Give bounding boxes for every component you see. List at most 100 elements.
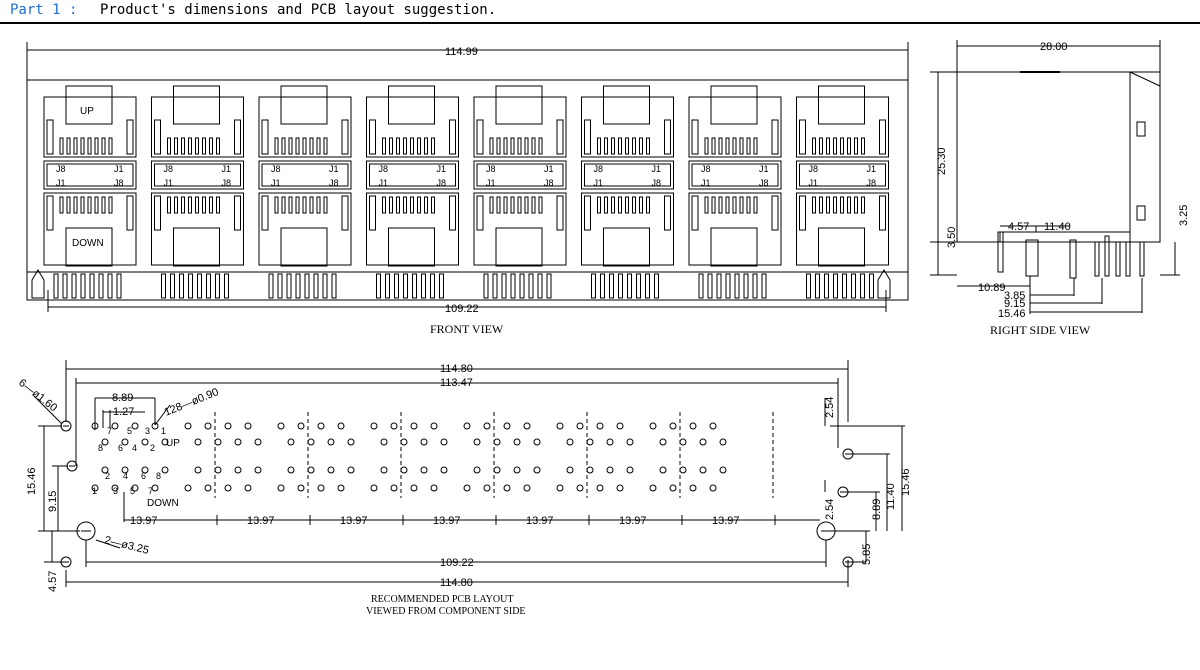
lower-latch bbox=[710, 227, 758, 267]
upper-contact bbox=[524, 137, 529, 155]
upper-contact bbox=[202, 137, 206, 155]
pin-hole-p2-r4-c4 bbox=[244, 484, 252, 492]
pin-hole-p7-r4-c3 bbox=[689, 484, 697, 492]
leg bbox=[421, 273, 426, 299]
leg bbox=[98, 273, 104, 299]
lower-contact bbox=[517, 196, 522, 214]
upper-contact bbox=[496, 137, 501, 155]
front-view-caption: FRONT VIEW bbox=[430, 322, 504, 336]
leg bbox=[860, 273, 865, 299]
upper-contact bbox=[718, 137, 723, 155]
label-j-tr: J1 bbox=[544, 164, 554, 174]
pin-hole-p4-r3-c1 bbox=[380, 466, 388, 474]
lower-contact bbox=[826, 196, 830, 214]
upper-contact bbox=[632, 137, 636, 155]
pin-hole-p4-r4-c1 bbox=[370, 484, 378, 492]
leg bbox=[331, 273, 337, 299]
lower-jack bbox=[43, 192, 137, 266]
lower-contact bbox=[510, 196, 515, 214]
leg bbox=[179, 273, 184, 299]
label-j-br: J8 bbox=[867, 178, 877, 188]
pin-hole-p5-r4-c1 bbox=[463, 484, 471, 492]
leg bbox=[215, 273, 220, 299]
pin-number-down-1: 2 bbox=[105, 471, 110, 481]
leg bbox=[403, 273, 408, 299]
pin-hole-p4-r2-c1 bbox=[380, 438, 388, 446]
lower-contact bbox=[632, 196, 636, 214]
lower-contact bbox=[847, 196, 851, 214]
pin-hole-p5-r4-c3 bbox=[503, 484, 511, 492]
upper-contact bbox=[826, 137, 830, 155]
pin-hole-p6-r2-c3 bbox=[606, 438, 614, 446]
label-j-tr: J1 bbox=[329, 164, 339, 174]
lower-contact bbox=[611, 196, 615, 214]
upper-latch bbox=[818, 85, 865, 125]
lower-contact bbox=[80, 196, 85, 214]
upper-side-left bbox=[476, 119, 484, 155]
leg bbox=[528, 273, 534, 299]
lower-contact bbox=[202, 196, 206, 214]
label-j-bl: J1 bbox=[701, 178, 711, 188]
pin-hole-p2-r1-c1 bbox=[184, 422, 192, 430]
upper-contact bbox=[732, 137, 737, 155]
upper-side-right bbox=[234, 119, 241, 155]
pin-hole-p7-r2-c1 bbox=[659, 438, 667, 446]
pin-hole-p5-r1-c3 bbox=[503, 422, 511, 430]
leg bbox=[116, 273, 122, 299]
upper-contact bbox=[639, 137, 643, 155]
pin-hole-p3-r3-c2 bbox=[307, 466, 315, 474]
upper-jack bbox=[151, 96, 244, 158]
lower-contact bbox=[732, 196, 737, 214]
pin-hole-p3-r2-c1 bbox=[287, 438, 295, 446]
label-j-br: J8 bbox=[114, 178, 124, 188]
upper-contact bbox=[840, 137, 844, 155]
pin-hole-p3-r3-c1 bbox=[287, 466, 295, 474]
pin-hole-p3-r1-c4 bbox=[337, 422, 345, 430]
pin-hole-p2-r4-c2 bbox=[204, 484, 212, 492]
label-j-tr: J1 bbox=[759, 164, 769, 174]
pin-hole-p6-r3-c2 bbox=[586, 466, 594, 474]
pin-hole-p7-r4-c4 bbox=[709, 484, 717, 492]
lower-contact bbox=[195, 196, 199, 214]
pin-hole-p5-r1-c1 bbox=[463, 422, 471, 430]
pin-hole-p1-r4-c3 bbox=[131, 484, 139, 492]
upper-contact bbox=[309, 137, 314, 155]
pcb-right-dim1: 15.46 bbox=[900, 468, 912, 496]
lower-contact bbox=[59, 196, 64, 214]
lower-contact bbox=[489, 196, 494, 214]
upper-contact bbox=[517, 137, 522, 155]
front-top-dim: 114.99 bbox=[445, 46, 478, 58]
label-j-bl: J1 bbox=[379, 178, 389, 188]
label-j-bl: J1 bbox=[809, 178, 819, 188]
upper-latch bbox=[65, 85, 113, 125]
page-header: Part 1 : Product's dimensions and PCB la… bbox=[0, 0, 1200, 24]
lower-latch bbox=[388, 227, 435, 267]
upper-side-right bbox=[126, 119, 134, 155]
upper-contact bbox=[646, 137, 650, 155]
upper-contact bbox=[704, 137, 709, 155]
side-d1-dim: 4.57 bbox=[1008, 221, 1029, 233]
lower-contact bbox=[389, 196, 393, 214]
port-pitch-label-5: 13.97 bbox=[526, 515, 554, 527]
pin-number-up-1: 7 bbox=[107, 426, 112, 436]
upper-jack bbox=[796, 96, 889, 158]
upper-contact bbox=[209, 137, 213, 155]
leg bbox=[815, 273, 820, 299]
label-j-tl: J8 bbox=[164, 164, 174, 174]
front-bottom-dim: 109.22 bbox=[445, 303, 479, 315]
upper-contact bbox=[725, 137, 730, 155]
pcb-caption-line2: VIEWED FROM COMPONENT SIDE bbox=[366, 606, 526, 617]
pin-hole-p1-r3-c2 bbox=[121, 466, 129, 474]
lower-jack bbox=[366, 192, 459, 266]
upper-contact bbox=[611, 137, 615, 155]
upper-contact bbox=[59, 137, 64, 155]
upper-latch bbox=[388, 85, 435, 125]
pin-hole-p7-r2-c3 bbox=[699, 438, 707, 446]
lower-contact bbox=[524, 196, 529, 214]
leg bbox=[62, 273, 68, 299]
led-strip bbox=[258, 160, 352, 190]
pin-number-down-7: 5 bbox=[130, 486, 135, 496]
